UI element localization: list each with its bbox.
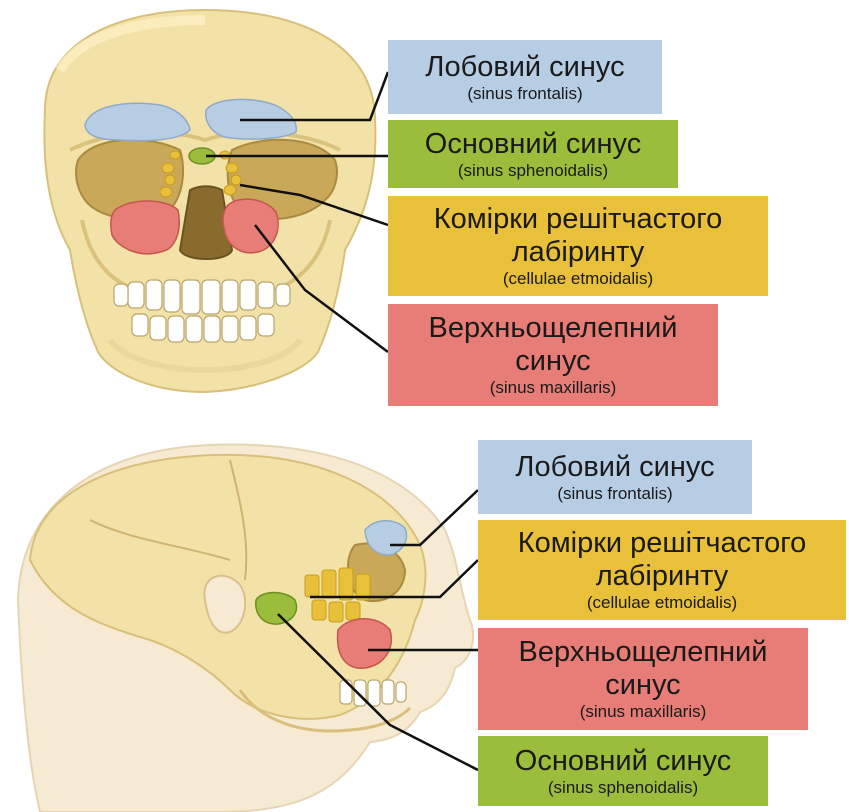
- front-frontal-latin: (sinus frontalis): [388, 84, 662, 104]
- side-ethmoid-latin: (cellulae etmoidalis): [478, 593, 846, 613]
- side-frontal-main: Лобовий синус: [478, 451, 752, 484]
- side-maxillary-latin: (sinus maxillaris): [478, 702, 808, 722]
- front-ethmoid-main-line2: лабіринту: [388, 236, 768, 269]
- front-maxillary-sinus-left: [111, 201, 179, 254]
- side-label-frontal: Лобовий синус (sinus frontalis): [478, 440, 752, 514]
- side-maxillary-main-line2: синус: [478, 669, 808, 702]
- front-skull: [44, 10, 375, 392]
- side-sphenoid-latin: (sinus sphenoidalis): [478, 778, 768, 798]
- front-frontal-main: Лобовий синус: [388, 51, 662, 84]
- front-maxillary-main-line2: синус: [388, 345, 718, 378]
- front-sphenoid-main: Основний синус: [388, 128, 678, 161]
- side-ethmoid-main-line1: Комірки решітчастого: [478, 527, 846, 560]
- front-label-sphenoid: Основний синус (sinus sphenoidalis): [388, 120, 678, 188]
- side-head: [18, 445, 473, 812]
- front-maxillary-main-line1: Верхньощелепний: [388, 312, 718, 345]
- front-ethmoid-latin: (cellulae etmoidalis): [388, 269, 768, 289]
- front-ethmoid-main-line1: Комірки решітчастого: [388, 203, 768, 236]
- front-sphenoid-latin: (sinus sphenoidalis): [388, 161, 678, 181]
- front-maxillary-latin: (sinus maxillaris): [388, 378, 718, 398]
- front-label-maxillary: Верхньощелепний синус (sinus maxillaris): [388, 304, 718, 406]
- side-maxillary-main-line1: Верхньощелепний: [478, 636, 808, 669]
- side-sphenoid-sinus: [256, 593, 297, 625]
- side-frontal-latin: (sinus frontalis): [478, 484, 752, 504]
- front-label-frontal: Лобовий синус (sinus frontalis): [388, 40, 662, 114]
- front-label-ethmoid: Комірки решітчастого лабіринту (cellulae…: [388, 196, 768, 296]
- side-label-maxillary: Верхньощелепний синус (sinus maxillaris): [478, 628, 808, 730]
- side-ethmoid-main-line2: лабіринту: [478, 560, 846, 593]
- side-label-ethmoid: Комірки решітчастого лабіринту (cellulae…: [478, 520, 846, 620]
- side-label-sphenoid: Основний синус (sinus sphenoidalis): [478, 736, 768, 806]
- side-sphenoid-main: Основний синус: [478, 745, 768, 778]
